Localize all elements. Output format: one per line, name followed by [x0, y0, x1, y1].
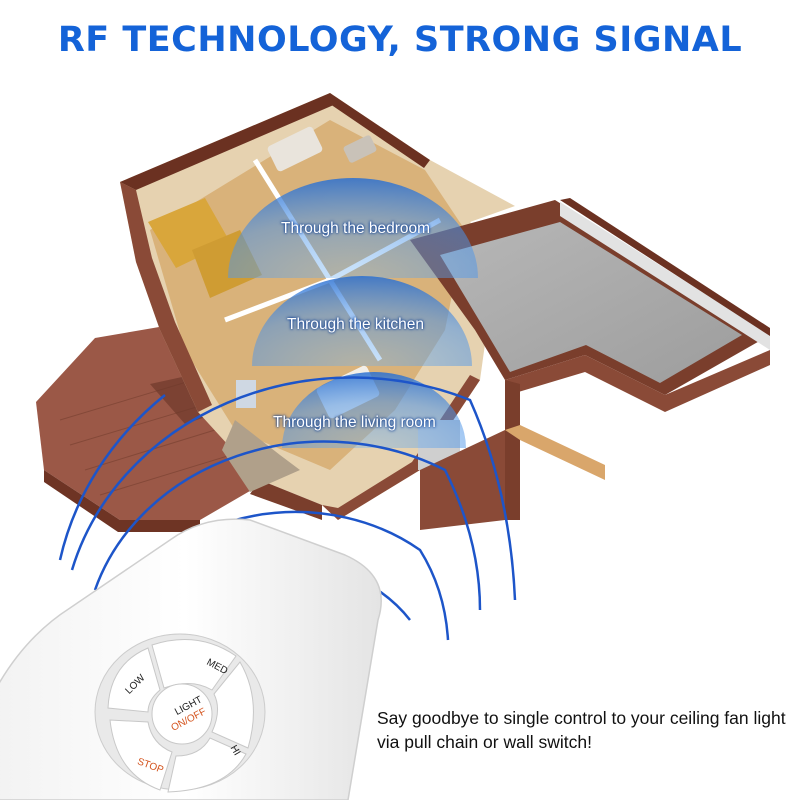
stop-button[interactable] [109, 719, 173, 791]
signal-label-kitchen: Through the kitchen [287, 316, 425, 333]
signal-label-living-room: Through the living room [273, 414, 436, 431]
remote-control: LOW MED HI STOP LIGHT ON/OFF [0, 518, 382, 800]
signal-bubbles [228, 178, 478, 448]
hi-button-label: HI [228, 744, 243, 758]
signal-label-bedroom: Through the bedroom [281, 220, 431, 237]
headline: RF TECHNOLOGY, STRONG SIGNAL [57, 20, 743, 60]
hi-button[interactable] [211, 661, 254, 749]
light-onoff-button[interactable] [151, 683, 213, 745]
caption-text: Say goodbye to single control to your ce… [377, 708, 786, 752]
low-button[interactable] [107, 647, 161, 713]
bottom-right-button[interactable] [167, 737, 247, 793]
garage [410, 198, 770, 530]
